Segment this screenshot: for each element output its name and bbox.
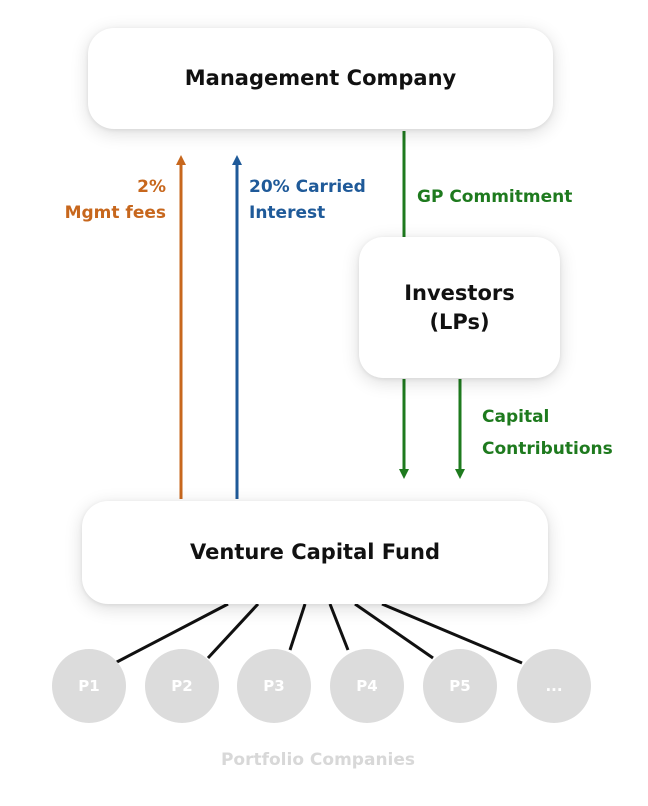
- fund-to-more-line: [381, 602, 523, 665]
- mgmt-fees-label: 2% Mgmt fees: [64, 177, 166, 223]
- venture-capital-fund-label: Venture Capital Fund: [190, 540, 440, 564]
- fund-to-p2-line: [206, 602, 260, 660]
- portfolio-companies-caption: Portfolio Companies: [220, 750, 416, 770]
- portfolio-company-p3: P3: [237, 649, 311, 723]
- portfolio-company-more: ...: [517, 649, 591, 723]
- gp-commitment-label: GP Commitment: [417, 187, 573, 207]
- carried-interest-label: 20% Carried Interest: [249, 177, 366, 223]
- management-company-node: Management Company: [88, 28, 553, 129]
- fund-to-p1-line: [114, 602, 229, 665]
- venture-capital-fund-node: Venture Capital Fund: [82, 501, 548, 604]
- fund-to-p4-line: [328, 603, 350, 651]
- portfolio-company-p1: P1: [52, 649, 126, 723]
- investors-label: Investors (LPs): [404, 280, 515, 334]
- portfolio-company-p5: P5: [423, 649, 497, 723]
- fund-to-p5-line: [354, 602, 434, 660]
- portfolio-company-p2: P2: [145, 649, 219, 723]
- capital-contributions-label: Capital Contributions: [482, 407, 613, 459]
- investors-node: Investors (LPs): [359, 237, 560, 378]
- fund-to-p3-line: [288, 603, 307, 651]
- portfolio-company-p4: P4: [330, 649, 404, 723]
- management-company-label: Management Company: [184, 66, 457, 90]
